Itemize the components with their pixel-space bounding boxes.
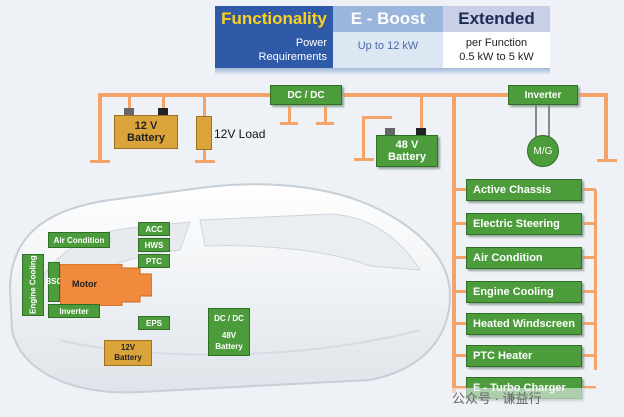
battery-12v-line2: Battery bbox=[127, 132, 165, 144]
car-motor bbox=[60, 264, 152, 306]
load-branch-7 bbox=[452, 386, 468, 389]
load-branch-1 bbox=[452, 188, 468, 191]
batt48-left-drop bbox=[362, 116, 365, 160]
load-branch-6 bbox=[452, 354, 468, 357]
load-out-7 bbox=[582, 386, 596, 389]
battery-48v-line1: 48 V bbox=[395, 139, 419, 151]
load-out-6 bbox=[582, 354, 596, 357]
header-power-line1: Power bbox=[295, 37, 327, 49]
load-out-1 bbox=[582, 188, 596, 191]
load-air-condition: Air Condition bbox=[466, 247, 582, 269]
load-engine-cooling: Engine Cooling bbox=[466, 281, 582, 303]
car-engine-cooling: Engine Cooling bbox=[22, 254, 44, 316]
battery12-terminal-neg bbox=[158, 108, 168, 115]
load-branch-2 bbox=[452, 222, 468, 225]
loads-bus-vertical bbox=[452, 93, 456, 393]
header-strip bbox=[215, 68, 550, 74]
motor-generator: M/G bbox=[527, 135, 559, 167]
load-out-2 bbox=[582, 222, 596, 225]
header-extended-value: per Function 0.5 kW to 5 kW bbox=[443, 32, 550, 68]
inverter-box: Inverter bbox=[508, 85, 578, 105]
car-dcdc-label: DC / DC bbox=[214, 313, 244, 323]
header-extended-line1: per Function bbox=[465, 37, 528, 49]
header-extended-line2: 0.5 kW to 5 kW bbox=[459, 51, 534, 63]
loads-right-vertical bbox=[594, 190, 597, 370]
load-active-chassis: Active Chassis bbox=[466, 179, 582, 201]
car-eps: EPS bbox=[138, 316, 170, 330]
load-heated-windscreen: Heated Windscreen bbox=[466, 313, 582, 335]
load-out-4 bbox=[582, 290, 596, 293]
bus-left-drop bbox=[98, 93, 102, 163]
ground-load bbox=[195, 160, 215, 163]
dcdc-drop-right bbox=[324, 105, 327, 123]
battery-48v: 48 V Battery bbox=[376, 135, 438, 167]
header-eboost-value: Up to 12 kW bbox=[333, 32, 443, 68]
battery48-terminal-pos bbox=[385, 128, 395, 135]
ground-left bbox=[90, 160, 110, 163]
car-dcdc-battery48: DC / DC 48V Battery bbox=[208, 308, 250, 356]
car-ptc: PTC bbox=[138, 254, 170, 268]
load-12v-box bbox=[196, 116, 212, 150]
car-motor-label: Motor bbox=[72, 279, 97, 289]
header-power-requirements: Power Requirements bbox=[215, 32, 333, 68]
dcdc-box: DC / DC bbox=[270, 85, 342, 105]
car-battery-12v-line2: Battery bbox=[114, 353, 142, 362]
inverter-right-drop bbox=[604, 93, 608, 161]
mg-link-left bbox=[535, 105, 537, 137]
watermark: 公众号 · 谦益行 bbox=[448, 388, 608, 407]
header-power-line2: Requirements bbox=[258, 51, 327, 63]
battery48-terminal-neg bbox=[416, 128, 426, 135]
batt48-feed bbox=[362, 116, 392, 119]
car-bsg: BSG bbox=[45, 262, 63, 302]
battery-12v: 12 V Battery bbox=[114, 115, 178, 149]
car-hws: HWS bbox=[138, 238, 170, 252]
load-branch-5 bbox=[452, 322, 468, 325]
car-battery48-line2: Battery bbox=[215, 341, 243, 351]
dcdc-ground-right bbox=[316, 122, 334, 125]
header-functionality: Functionality bbox=[215, 6, 333, 32]
load-12v-label: 12V Load bbox=[214, 127, 266, 141]
load-out-3 bbox=[582, 256, 596, 259]
car-air-condition: Air Condition bbox=[48, 232, 110, 248]
ground-right bbox=[597, 159, 617, 162]
battery-48v-line2: Battery bbox=[388, 151, 426, 163]
car-battery48-line1: 48V bbox=[221, 330, 237, 340]
header-extended: Extended bbox=[443, 6, 550, 32]
car-inverter: Inverter bbox=[48, 304, 100, 318]
header-eboost: E - Boost bbox=[333, 6, 443, 32]
bus-main bbox=[98, 93, 608, 97]
load-ptc-heater: PTC Heater bbox=[466, 345, 582, 367]
load-branch-4 bbox=[452, 290, 468, 293]
load-out-5 bbox=[582, 322, 596, 325]
load-branch-3 bbox=[452, 256, 468, 259]
car-acc: ACC bbox=[138, 222, 170, 236]
dcdc-drop-left bbox=[288, 105, 291, 123]
bus-batt12-drop2 bbox=[162, 93, 165, 111]
dcdc-ground-left bbox=[280, 122, 298, 125]
batt48-ground bbox=[354, 158, 374, 161]
load-electric-steering: Electric Steering bbox=[466, 213, 582, 235]
battery-12v-line1: 12 V bbox=[134, 120, 158, 132]
battery12-terminal-pos bbox=[124, 108, 134, 115]
batt48-bus-drop bbox=[420, 93, 423, 131]
car-battery-12v-line1: 12V bbox=[120, 343, 136, 352]
car-battery-12v: 12V Battery bbox=[104, 340, 152, 366]
mg-link-right bbox=[548, 105, 550, 137]
bus-batt12-drop bbox=[128, 93, 131, 111]
